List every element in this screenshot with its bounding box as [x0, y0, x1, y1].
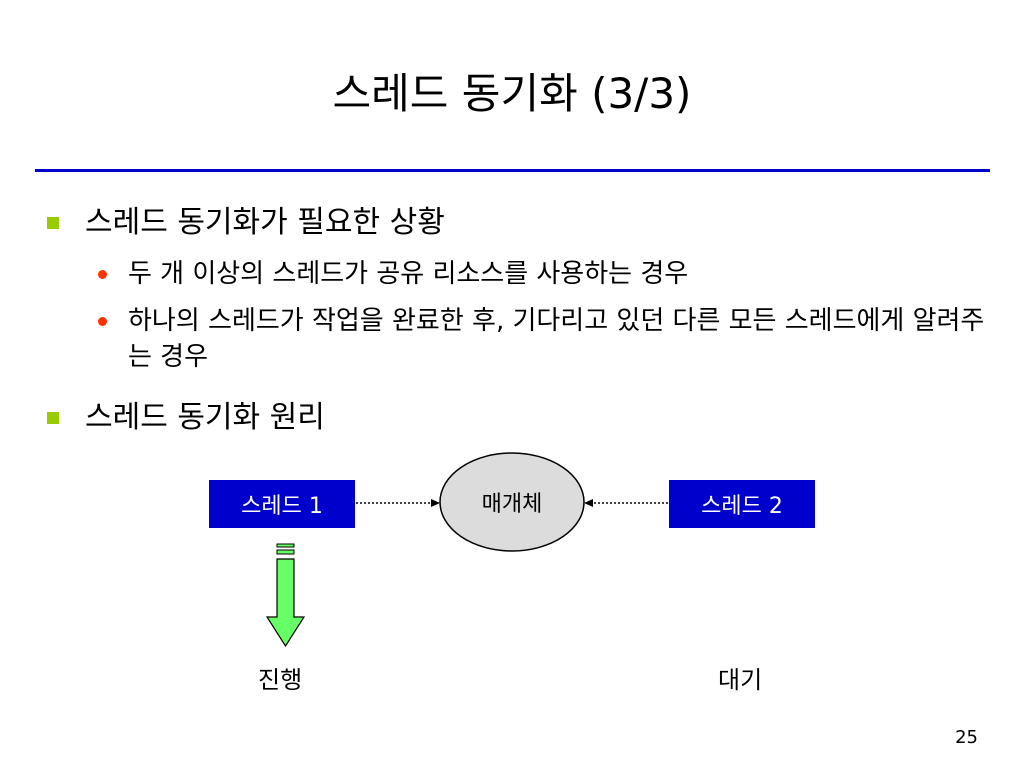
- slide-title: 스레드 동기화 (3/3): [332, 69, 692, 118]
- round-bullet-icon: [98, 317, 107, 326]
- medium-ellipse: [439, 452, 585, 552]
- thread2-box: 스레드 2: [669, 480, 815, 528]
- bullet-text: 스레드 동기화가 필요한 상황: [85, 205, 445, 240]
- sub-bullet-text: 두 개 이상의 스레드가 공유 리소스를 사용하는 경우: [128, 259, 689, 289]
- bullet-text: 스레드 동기화 원리: [85, 400, 325, 435]
- square-bullet-icon: [47, 217, 59, 229]
- thread1-box: 스레드 1: [209, 480, 355, 528]
- square-bullet-icon: [47, 412, 59, 424]
- page-number: 25: [955, 727, 978, 748]
- medium-label: 매개체: [481, 492, 543, 517]
- progress-label: 진행: [258, 666, 303, 694]
- sub-bullet-text: 하나의 스레드가 작업을 완료한 후, 기다리고 있던 다른 모든 스레드에게 …: [128, 306, 985, 372]
- arrowhead-right: [431, 499, 440, 507]
- wait-label: 대기: [718, 666, 763, 694]
- round-bullet-icon: [98, 270, 107, 279]
- progress-arrow: [265, 543, 306, 648]
- arrowhead-left: [584, 499, 593, 507]
- title-divider: [35, 169, 990, 172]
